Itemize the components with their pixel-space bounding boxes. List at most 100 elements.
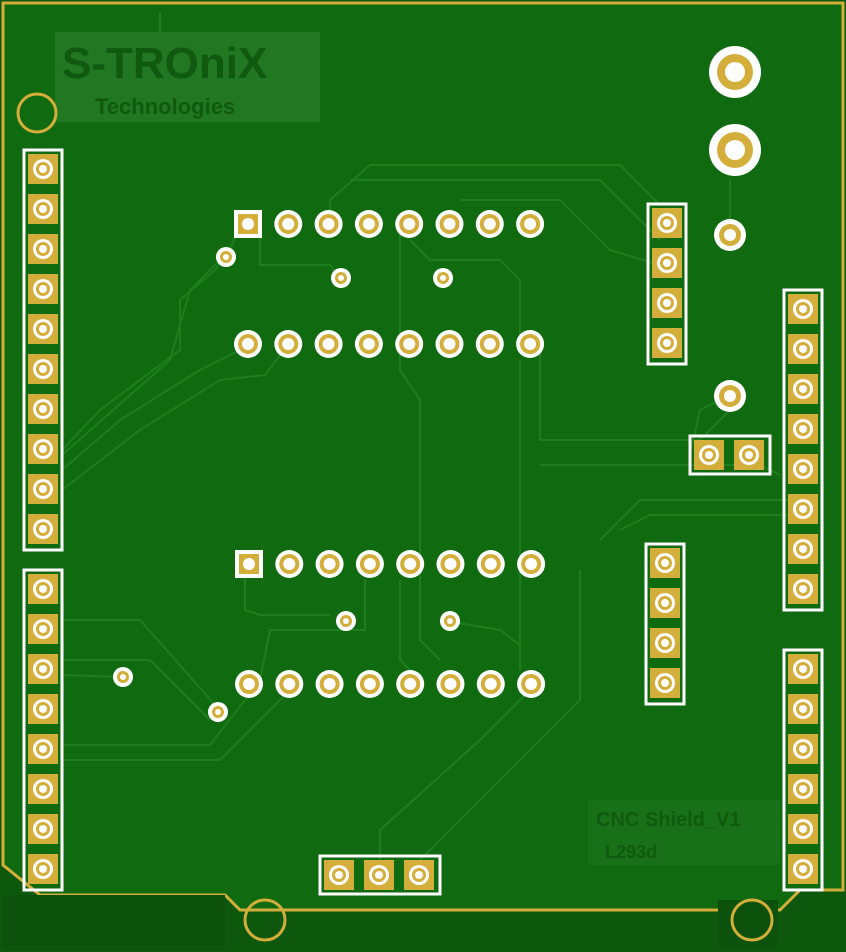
via	[433, 268, 453, 288]
header-pin	[28, 154, 58, 184]
header-motor-b	[644, 542, 686, 706]
ic-pin	[436, 550, 465, 578]
ic-u2	[235, 550, 546, 698]
ic-pin	[354, 330, 383, 358]
header-outline	[782, 648, 824, 892]
ic-pin	[315, 670, 344, 698]
header-pin	[788, 694, 818, 724]
via	[336, 611, 356, 631]
ic-pin	[516, 210, 545, 238]
ic-pin	[435, 330, 464, 358]
header-pin	[28, 814, 58, 844]
ic-pin	[355, 550, 384, 578]
header-pin	[788, 294, 818, 324]
header-pin	[28, 734, 58, 764]
ic-pin	[396, 670, 425, 698]
header-pin	[734, 440, 764, 470]
header-pin	[788, 574, 818, 604]
header-pin	[404, 860, 434, 890]
ic-footprints	[234, 210, 546, 698]
header-motor-a	[646, 202, 688, 366]
header-pin	[650, 588, 680, 618]
ic-pin	[517, 550, 546, 578]
header-pin	[788, 494, 818, 524]
logo-panel	[55, 32, 320, 122]
header-pin	[28, 434, 58, 464]
ic-pin	[395, 210, 424, 238]
ic-pin	[354, 210, 383, 238]
header-pin	[650, 668, 680, 698]
header-pin	[788, 414, 818, 444]
header-pin	[652, 248, 682, 278]
ic-pin	[395, 330, 424, 358]
ic-pin	[314, 210, 343, 238]
ic-pin	[475, 210, 504, 238]
ic-pin	[275, 670, 304, 698]
power-jack	[709, 46, 761, 251]
mounting-hole-bottom-left	[243, 898, 287, 942]
header-pin	[28, 654, 58, 684]
mounting-holes	[16, 92, 774, 942]
header-pin	[28, 394, 58, 424]
ic-pin	[315, 550, 344, 578]
header-outline	[688, 434, 772, 476]
header-pin	[28, 854, 58, 884]
header-outline	[646, 202, 688, 366]
header-pin	[28, 354, 58, 384]
via	[440, 611, 460, 631]
header-pin	[788, 454, 818, 484]
copper-traces	[61, 164, 790, 870]
project-name: CNC Shield_V1	[596, 809, 740, 831]
header-power-select	[688, 434, 772, 476]
ic-pin	[475, 330, 504, 358]
header-bottom	[318, 854, 442, 896]
header-pin	[788, 854, 818, 884]
ic-pin	[396, 550, 425, 578]
header-outline	[644, 542, 686, 706]
ic-u1	[234, 210, 545, 358]
header-pin	[28, 474, 58, 504]
header-pin	[28, 574, 58, 604]
mounting-hole-bottom-right	[730, 898, 774, 942]
header-pin	[652, 328, 682, 358]
header-pin	[788, 814, 818, 844]
via	[331, 268, 351, 288]
via	[714, 380, 746, 412]
header-outline	[22, 148, 64, 552]
header-pin	[650, 548, 680, 578]
notch-bottom-left	[3, 895, 225, 950]
header-left-upper	[22, 148, 64, 552]
header-right-lower	[782, 648, 824, 892]
header-right-upper	[782, 288, 824, 612]
ic-pin	[235, 670, 263, 698]
ic-pin	[235, 550, 263, 578]
ic-pin	[234, 210, 262, 238]
ic-pin	[234, 330, 262, 358]
ic-pin	[516, 330, 545, 358]
header-pin	[364, 860, 394, 890]
header-pin	[28, 194, 58, 224]
ic-pin	[275, 550, 304, 578]
ic-pin	[274, 330, 303, 358]
header-outline	[22, 568, 64, 892]
header-pin	[28, 274, 58, 304]
brand-name: S-TROniX	[62, 39, 267, 88]
header-left-lower	[22, 568, 64, 892]
header-pin	[788, 334, 818, 364]
header-pin	[652, 208, 682, 238]
via	[216, 247, 236, 267]
header-pin	[788, 374, 818, 404]
ic-pin	[476, 550, 505, 578]
header-pin	[788, 774, 818, 804]
via	[208, 702, 228, 722]
header-pin	[788, 734, 818, 764]
header-pin	[28, 694, 58, 724]
vias	[113, 247, 746, 722]
header-outline	[782, 288, 824, 612]
header-pin	[28, 314, 58, 344]
ic-pin	[314, 330, 343, 358]
header-pin	[324, 860, 354, 890]
header-pin	[652, 288, 682, 318]
header-pin	[788, 654, 818, 684]
